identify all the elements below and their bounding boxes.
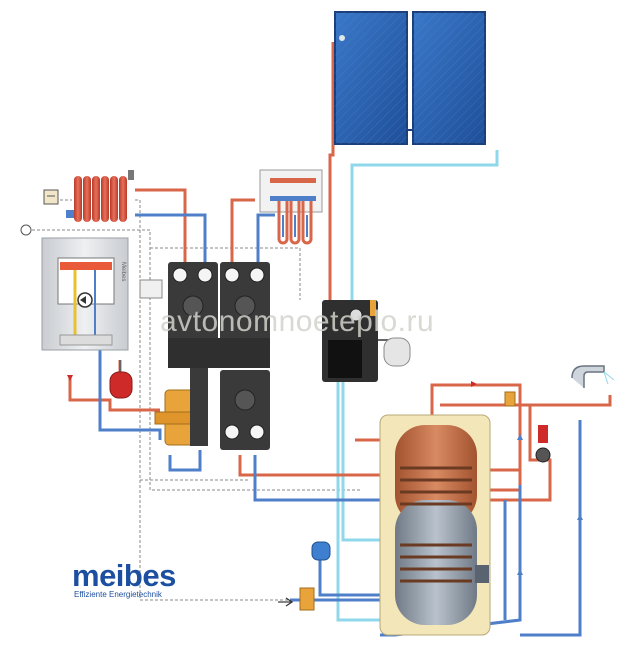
storage-tank — [379, 414, 491, 636]
solar-pump-station — [322, 300, 378, 382]
mixing-valve — [504, 391, 516, 407]
pump-groups — [139, 262, 270, 450]
dhw-expansion-vessel — [311, 541, 331, 561]
radiator — [66, 170, 134, 222]
thermostat-icon — [43, 189, 59, 205]
underfloor-manifold — [259, 169, 323, 245]
watermark-text: avtonomnoeteplo.ru — [160, 305, 435, 338]
brand-logo: meibes — [72, 558, 176, 593]
dhw-circulation-pump — [535, 425, 551, 463]
solar-collectors — [334, 11, 486, 145]
heating-expansion-vessel — [109, 360, 133, 399]
solar-expansion-vessel — [378, 337, 411, 367]
outdoor-sensor-icon — [20, 224, 32, 236]
cold-water-inlet — [278, 587, 315, 611]
faucet-icon — [571, 365, 615, 388]
boiler-brand-label: Meibes — [120, 262, 126, 281]
flow-arrows — [67, 375, 583, 575]
gas-boiler — [41, 237, 129, 351]
brand-tagline: Effiziente Energietechnik — [74, 590, 162, 599]
